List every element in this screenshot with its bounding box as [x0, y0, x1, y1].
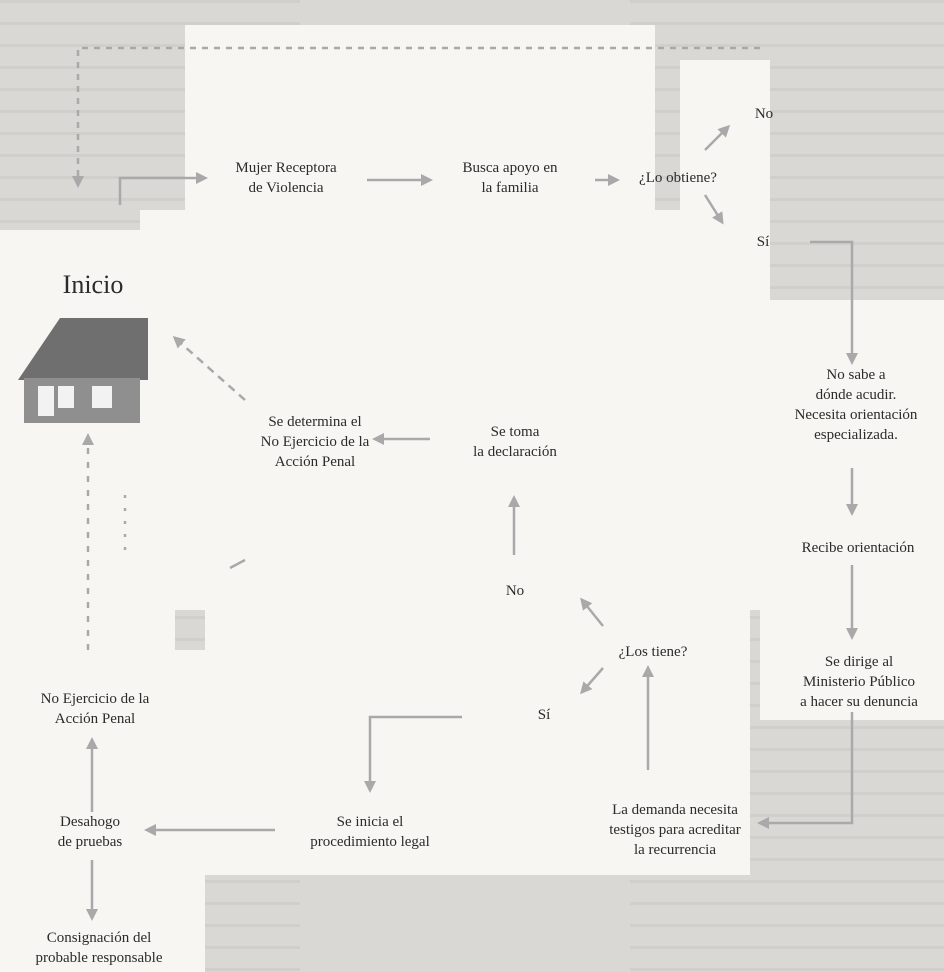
node-los-tiene: ¿Los tiene? [618, 644, 688, 660]
arrow-dirige-demanda [757, 712, 854, 829]
node-no-sabe: No sabe a dónde acudir. Necesita orienta… [794, 367, 918, 443]
node-lo-obtiene: ¿Lo obtiene? [639, 170, 717, 186]
node-la-demanda: La demanda necesita testigos para acredi… [609, 802, 741, 858]
node-se-dirige: Se dirige al Ministerio Público a hacer … [800, 654, 918, 710]
panel-center [140, 210, 770, 610]
arrow-obtiene-si [703, 194, 724, 225]
arrow-obtiene-no [704, 124, 731, 151]
node-se-toma-declaracion: Se toma la declaración [473, 424, 557, 460]
short-stroke-center [229, 558, 246, 570]
label-no-top: No [754, 106, 774, 122]
start-label: Inicio [62, 270, 124, 299]
panel-bottom [205, 575, 750, 875]
panel-lower-left [0, 650, 205, 972]
dashed-return-top [72, 46, 760, 188]
label-si-mid: Sí [537, 707, 551, 723]
node-desahogo-pruebas: Desahogo de pruebas [57, 814, 123, 850]
node-se-inicia: Se inicia el procedimiento legal [310, 814, 430, 850]
panel-right [680, 60, 770, 300]
node-busca-apoyo: Busca apoyo en la familia [462, 160, 558, 196]
node-no-ejercicio: No Ejercicio de la Acción Penal [40, 691, 150, 727]
arrow-si-nosabe [810, 240, 858, 365]
node-se-determina: Se determina el No Ejercicio de la Acció… [260, 414, 370, 470]
node-mujer-receptora: Mujer Receptora de Violencia [235, 160, 337, 196]
arrow-inicio-mujer [118, 172, 208, 205]
arrow-lostiene-si [580, 667, 604, 695]
arrow-determina-inicio [172, 336, 246, 401]
arrow-lostiene-no [580, 597, 604, 627]
house-icon [18, 318, 148, 423]
label-no-mid: No [505, 583, 525, 599]
node-recibe-orientacion: Recibe orientación [801, 540, 915, 556]
node-consignacion: Consignación del probable responsable [35, 930, 163, 966]
arrow-si-procedimiento [364, 715, 462, 793]
label-si-top: Sí [756, 234, 770, 250]
